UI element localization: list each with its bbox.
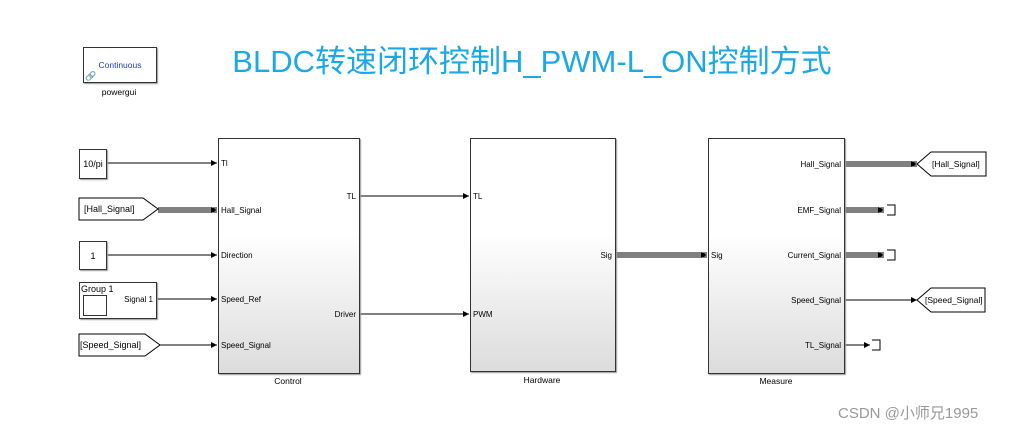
port-speed-signal-out: Speed_Signal bbox=[791, 296, 841, 305]
signal-out-label: Signal 1 bbox=[124, 295, 153, 304]
constant-value: 1 bbox=[90, 250, 96, 261]
goto-speed-signal[interactable]: [Speed_Signal] bbox=[925, 295, 983, 305]
port-speed-signal: Speed_Signal bbox=[221, 341, 271, 350]
waveform-icon bbox=[83, 295, 107, 316]
constant-direction-block[interactable]: 1 bbox=[79, 241, 107, 270]
measure-caption: Measure bbox=[759, 376, 793, 386]
port-tl-in: Tl bbox=[221, 159, 228, 168]
port-driver: Driver bbox=[334, 310, 356, 319]
port-tl: TL bbox=[473, 192, 483, 201]
constant-value: 10/pi bbox=[83, 159, 103, 169]
hardware-subsystem[interactable]: TL PWM Sig bbox=[470, 138, 616, 372]
from-speed-signal[interactable]: [Speed_Signal] bbox=[80, 340, 142, 350]
port-hall-signal: Hall_Signal bbox=[221, 206, 262, 215]
diagram-title: BLDC转速闭环控制H_PWM-L_ON控制方式 bbox=[232, 44, 832, 79]
constant-tl-block[interactable]: 10/pi bbox=[79, 149, 107, 179]
port-emf-signal: EMF_Signal bbox=[797, 206, 841, 215]
port-current-signal: Current_Signal bbox=[787, 251, 841, 260]
port-tl-out: TL bbox=[346, 192, 356, 201]
port-direction: Direction bbox=[221, 251, 253, 260]
control-caption: Control bbox=[274, 376, 302, 386]
port-hall-signal-out: Hall_Signal bbox=[800, 160, 841, 169]
powergui-mode: Continuous bbox=[98, 60, 142, 70]
powergui-block[interactable]: Continuous🔗 bbox=[83, 47, 157, 83]
powergui-caption: powergui bbox=[101, 87, 137, 97]
port-sig-out: Sig bbox=[600, 251, 612, 260]
hardware-caption: Hardware bbox=[523, 375, 561, 385]
control-subsystem[interactable]: Tl Hall_Signal Direction Speed_Ref Speed… bbox=[218, 138, 360, 374]
goto-hall-signal[interactable]: [Hall_Signal] bbox=[932, 159, 980, 169]
port-speed-ref: Speed_Ref bbox=[221, 295, 262, 304]
from-hall-signal[interactable]: [Hall_Signal] bbox=[84, 204, 135, 214]
measure-subsystem[interactable]: Sig Hall_Signal EMF_Signal Current_Signa… bbox=[708, 138, 845, 374]
group-label: Group 1 bbox=[81, 284, 114, 294]
port-sig-in: Sig bbox=[711, 251, 723, 260]
watermark: CSDN @小师兄1995 bbox=[838, 405, 979, 422]
signal-builder-block[interactable]: Group 1 Signal 1 bbox=[79, 282, 157, 319]
link-icon: 🔗 bbox=[85, 71, 97, 81]
port-pwm: PWM bbox=[473, 310, 493, 319]
port-tl-signal: TL_Signal bbox=[804, 341, 841, 350]
